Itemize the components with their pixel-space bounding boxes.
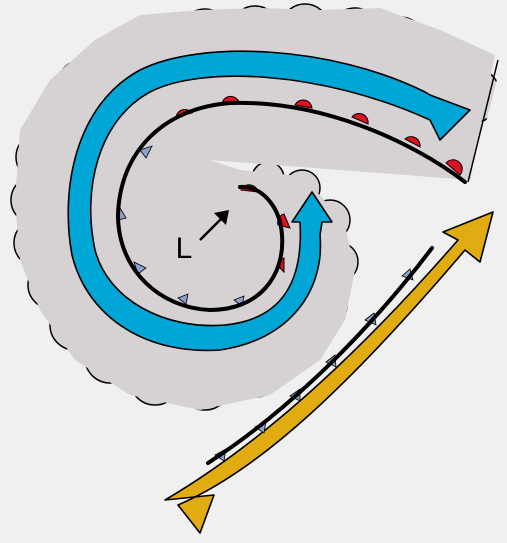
low-label: L: [176, 232, 193, 265]
low-pressure-centre: L: [176, 232, 193, 265]
